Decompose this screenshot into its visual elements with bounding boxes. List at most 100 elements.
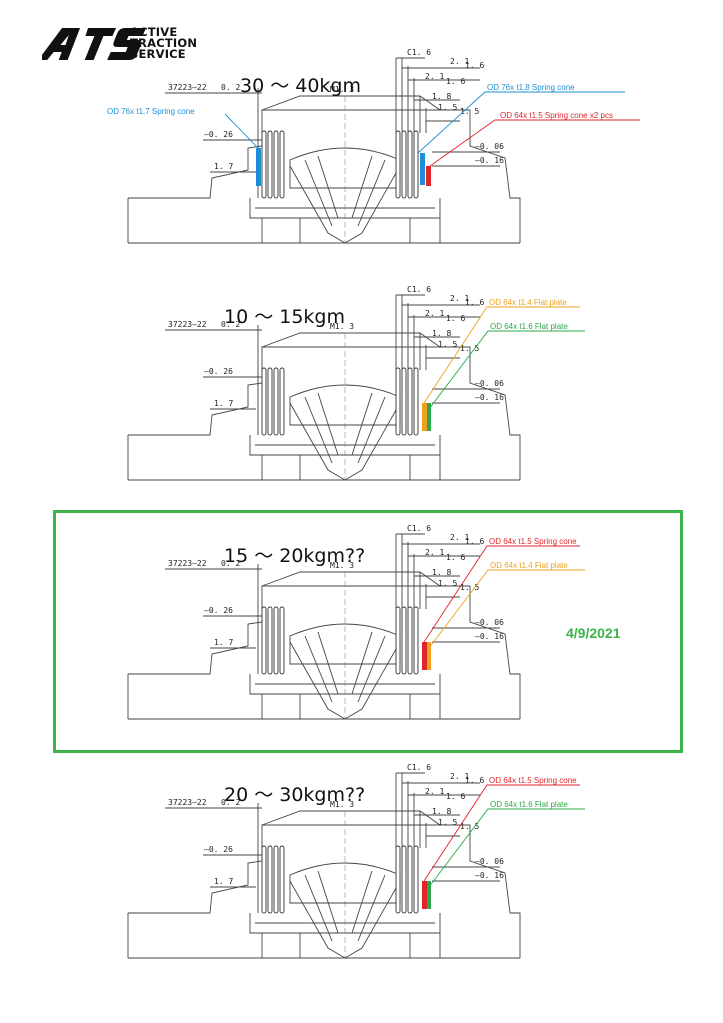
dim-16-b: 1. 6	[446, 314, 465, 323]
dim-16-b: 1. 6	[446, 553, 465, 562]
right-clutch-plate	[407, 845, 413, 914]
callout-label-1: OD 64x t1.5 Spring cone	[489, 776, 577, 785]
left-clutch-plate	[261, 845, 267, 914]
dim-0-2: 0. 2	[221, 320, 240, 329]
dim-15-a: 1. 5	[438, 579, 457, 588]
dim-21-a: 2. 1	[450, 57, 469, 66]
dim-21-b: 2. 1	[425, 72, 444, 81]
dim-0-2: 0. 2	[221, 798, 240, 807]
dim-15-b: 1. 5	[460, 822, 479, 831]
dim-right-lower	[432, 151, 500, 167]
pinion-cone	[289, 880, 401, 959]
top-profile	[261, 95, 441, 111]
top-profile	[261, 810, 441, 826]
dim-neg-026: —0. 26	[204, 367, 233, 376]
dim-18: 1. 8	[432, 92, 451, 101]
dim-15-b: 1. 5	[460, 107, 479, 116]
right-clutch-plate	[401, 130, 407, 199]
lower-ribs	[261, 218, 441, 243]
callout-label-left: OD 76x t1.7 Spring cone	[107, 107, 195, 116]
callout-leader-2	[428, 330, 585, 410]
top-profile	[261, 332, 441, 348]
dim-part-no: 37223—22	[168, 798, 207, 807]
dim-15-a: 1. 5	[438, 818, 457, 827]
cone-lines	[304, 392, 386, 464]
dim-neg-016: —0. 16	[475, 632, 504, 641]
dim-part-no: 37223—22	[168, 559, 207, 568]
left-clutch-plate	[267, 130, 273, 199]
torque-range-title: 10 ～ 15kgm	[224, 306, 345, 328]
cone-lines	[304, 870, 386, 942]
dim-16-a: 1. 6	[465, 537, 484, 546]
callout-leader-1	[423, 784, 580, 882]
shim-red	[422, 642, 427, 670]
right-clutch-plate	[413, 606, 419, 675]
dim-right-lower	[432, 627, 500, 643]
dim-right-lines	[396, 533, 480, 598]
dim-m13: M1. 3	[330, 561, 354, 570]
dim-right-lower	[432, 866, 500, 882]
right-clutch-plate	[401, 367, 407, 436]
left-shim-blue	[256, 148, 261, 186]
dim-15-a: 1. 5	[438, 340, 457, 349]
logo-line-traction: TRACTION	[130, 36, 198, 50]
dim-16-a: 1. 6	[465, 298, 484, 307]
left-clutch-plate	[279, 130, 285, 199]
logo-line-service: SERVICE	[130, 47, 186, 61]
left-clutch-plate	[279, 845, 285, 914]
dim-leader-left-2	[203, 615, 262, 649]
dim-neg-026: —0. 26	[204, 845, 233, 854]
callout-leader-right-blue	[417, 91, 625, 154]
pinion-cone	[289, 165, 401, 244]
left-clutch-plate	[273, 130, 279, 199]
dim-neg-026: —0. 26	[204, 606, 233, 615]
shim-red	[422, 881, 427, 909]
right-clutch-plate	[395, 130, 401, 199]
callout-leader-1	[423, 545, 580, 643]
callout-leader-2	[428, 569, 585, 649]
dim-21-a: 2. 1	[450, 533, 469, 542]
callout-label-2: OD 64x t1.6 Flat plate	[490, 800, 568, 809]
cone-lines	[304, 155, 386, 227]
lower-ribs	[261, 933, 441, 958]
dim-17: 1. 7	[214, 638, 233, 647]
top-profile	[261, 571, 441, 587]
dim-neg-006: —0. 06	[475, 618, 504, 627]
shim-orange	[422, 403, 427, 431]
right-clutch-plate	[407, 130, 413, 199]
dim-neg-016: —0. 16	[475, 871, 504, 880]
dim-c16: C1. 6	[407, 524, 431, 533]
cone-lines	[304, 631, 386, 703]
dim-vertical-ticks	[395, 295, 427, 370]
dim-right-lines	[396, 57, 480, 122]
dim-leader-left	[165, 325, 262, 435]
left-clutch-plate	[279, 606, 285, 675]
dim-0-2: 0. 2	[221, 559, 240, 568]
callout-label-1: OD 64x t1.4 Flat plate	[489, 298, 567, 307]
dim-vertical-ticks	[395, 534, 427, 609]
right-clutch-plate	[401, 606, 407, 675]
left-clutch-plate	[267, 606, 273, 675]
dim-vertical-ticks	[395, 773, 427, 848]
logo-text: ACTIVE TRACTION SERVICE	[130, 26, 198, 61]
pinion-cone	[289, 402, 401, 481]
left-clutch-plate	[261, 606, 267, 675]
callout-label-2: OD 64x t1.4 Flat plate	[490, 561, 568, 570]
dim-0-2: 0. 2	[221, 83, 240, 92]
left-clutch-plate	[267, 367, 273, 436]
right-clutch-plate	[413, 845, 419, 914]
dim-15-a: 1. 5	[438, 103, 457, 112]
right-shim-blue	[420, 153, 425, 185]
dim-leader-left	[165, 88, 262, 198]
dim-17: 1. 7	[214, 877, 233, 886]
dim-c16: C1. 6	[407, 763, 431, 772]
dim-leader-left	[165, 564, 262, 674]
dim-leader-left-2	[203, 139, 262, 173]
dim-c16: C1. 6	[407, 48, 431, 57]
dim-16-b: 1. 6	[446, 77, 465, 86]
